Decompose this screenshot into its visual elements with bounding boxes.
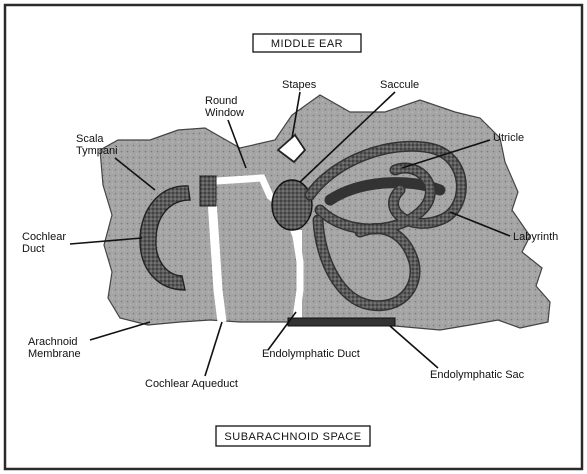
utricle-label: Utricle bbox=[493, 132, 524, 144]
round-window-label-2: Window bbox=[205, 107, 244, 119]
stapes-label: Stapes bbox=[282, 79, 317, 91]
cochlear-duct-label-2: Duct bbox=[22, 243, 45, 255]
scala-tympani-label-1: Scala bbox=[76, 133, 104, 145]
arachnoid-membrane-label-2: Membrane bbox=[28, 348, 81, 360]
cochlear-aqueduct-label: Cochlear Aqueduct bbox=[145, 378, 238, 390]
middle-ear-label: MIDDLE EAR bbox=[271, 38, 343, 50]
endolymphatic-sac-label: Endolymphatic Sac bbox=[430, 369, 525, 381]
scala-tympani-label-2: Tympani bbox=[76, 145, 118, 157]
endolymphatic-duct-label: Endolymphatic Duct bbox=[262, 348, 360, 360]
subarachnoid-space-box: SUBARACHNOID SPACE bbox=[216, 426, 370, 446]
round-window-label-1: Round bbox=[205, 95, 237, 107]
subarachnoid-space-label: SUBARACHNOID SPACE bbox=[224, 431, 361, 443]
labyrinth-label: Labyrinth bbox=[513, 231, 558, 243]
cochlear-duct-label-1: Cochlear bbox=[22, 231, 66, 243]
round-window-bar bbox=[200, 176, 216, 206]
endolymphatic-sac bbox=[288, 318, 395, 326]
saccule bbox=[272, 180, 312, 230]
arachnoid-membrane-label-1: Arachnoid bbox=[28, 336, 78, 348]
saccule-label: Saccule bbox=[380, 79, 419, 91]
middle-ear-box: MIDDLE EAR bbox=[253, 34, 361, 52]
